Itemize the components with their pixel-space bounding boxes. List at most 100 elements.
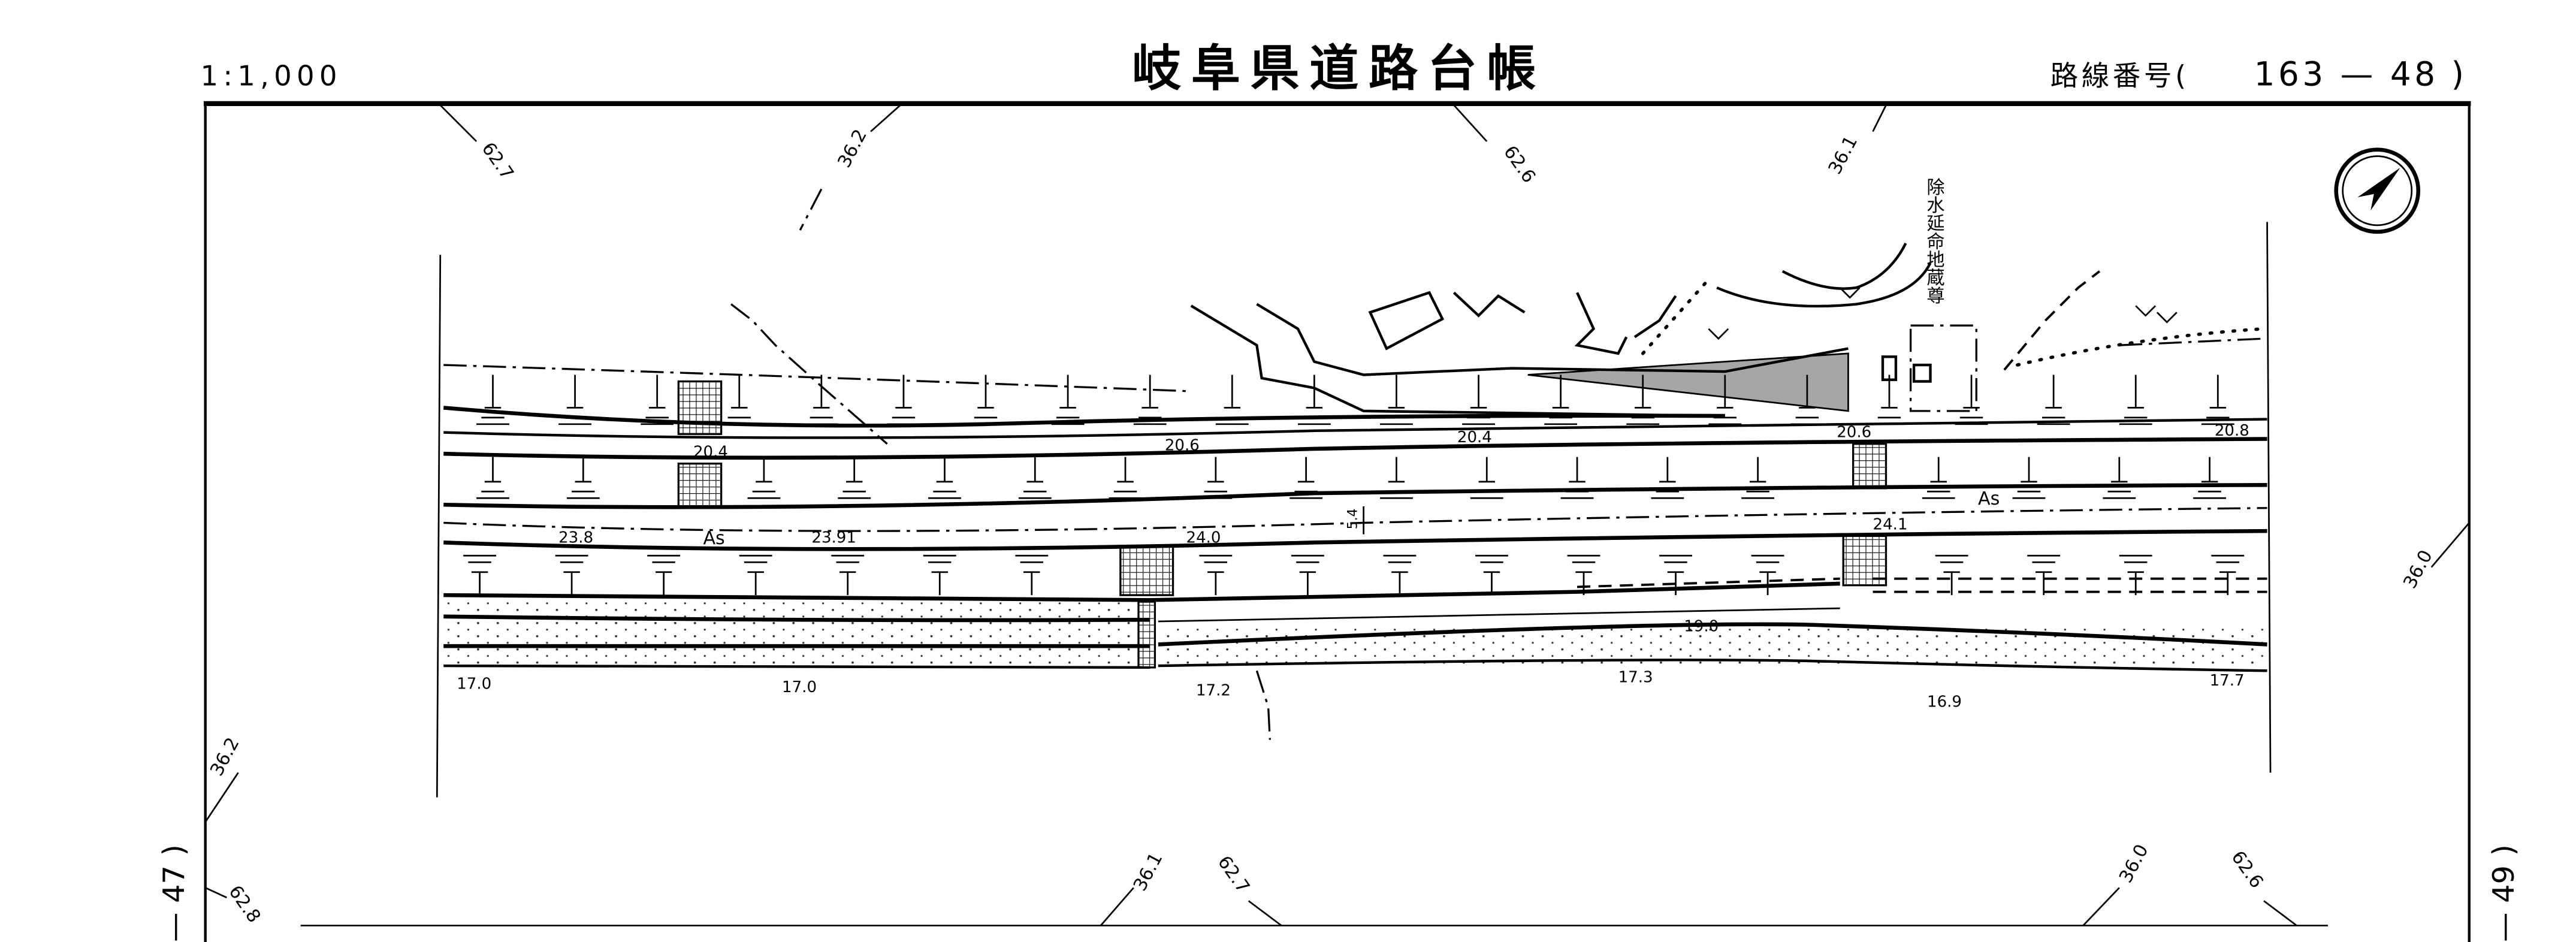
spot-height-label: 17.0 bbox=[457, 675, 491, 693]
section-start-line bbox=[436, 255, 442, 798]
section-end-line bbox=[2266, 222, 2272, 773]
ditch-symbol bbox=[747, 457, 781, 499]
gratings bbox=[677, 380, 1888, 669]
ditch-symbol bbox=[1955, 375, 1988, 425]
ditch-symbol bbox=[1109, 457, 1142, 499]
ditch-symbol bbox=[1567, 554, 1600, 596]
ditch-symbol bbox=[476, 457, 509, 499]
grating bbox=[677, 463, 723, 508]
route-number-close: ) bbox=[2451, 55, 2464, 93]
ditch-symbol bbox=[2012, 457, 2046, 499]
scale-label: 1:1,000 bbox=[200, 60, 342, 92]
ditch-symbol bbox=[647, 554, 681, 596]
ditch-symbol bbox=[1289, 457, 1323, 499]
ditch-symbol bbox=[1741, 457, 1775, 499]
contour-label: 36.1 bbox=[1825, 132, 1862, 178]
route-number: 163 — 48 bbox=[2254, 55, 2439, 93]
surface-label-as-2: As bbox=[1978, 488, 2000, 509]
ditch-symbol bbox=[2193, 457, 2227, 499]
ditch-symbol bbox=[1215, 375, 1249, 425]
ditch-symbol bbox=[2027, 554, 2061, 596]
spot-height-label: 17.7 bbox=[2210, 672, 2245, 690]
spot-height-label: 20.6 bbox=[1165, 437, 1200, 455]
ditch-symbol bbox=[2201, 375, 2234, 425]
ditch-symbol bbox=[1560, 457, 1594, 499]
spot-height-label: 20.4 bbox=[1457, 428, 1492, 446]
ditch-symbol bbox=[723, 375, 756, 425]
ditch-symbol bbox=[838, 457, 871, 499]
ditch-symbol bbox=[1873, 375, 1906, 425]
grating bbox=[677, 380, 723, 435]
ditch-symbol bbox=[928, 457, 961, 499]
ditch-symbol bbox=[1133, 375, 1167, 425]
ditch-symbol bbox=[1626, 375, 1660, 425]
ditch-symbol bbox=[641, 375, 674, 425]
surface-label-as-1: As bbox=[703, 528, 724, 549]
ditch-symbol bbox=[1051, 375, 1085, 425]
ditch-symbol bbox=[1018, 457, 1052, 499]
contour-label: 62.7 bbox=[1213, 852, 1254, 897]
ditch-symbol bbox=[805, 375, 838, 425]
ditch-symbol bbox=[1380, 457, 1413, 499]
side-ditch-symbols bbox=[463, 375, 2245, 596]
ditch-symbol bbox=[1544, 375, 1578, 425]
contour-label: 36.2 bbox=[834, 126, 871, 171]
ditch-symbol bbox=[1790, 375, 1824, 425]
contour-label: 62.6 bbox=[2227, 847, 2267, 892]
contour-lines bbox=[204, 104, 2470, 926]
ditch-symbol bbox=[1383, 554, 1417, 596]
ditch-symbol bbox=[1462, 375, 1495, 425]
ditch-symbol bbox=[739, 554, 772, 596]
ditch-symbol bbox=[2119, 375, 2152, 425]
ditch-symbol bbox=[1199, 457, 1233, 499]
ditch-symbol bbox=[831, 554, 865, 596]
spot-height-label: 17.0 bbox=[782, 678, 817, 696]
contour-label: 36.1 bbox=[1130, 849, 1167, 895]
ditch-symbol bbox=[1935, 554, 1968, 596]
contour-label: 36.0 bbox=[2115, 841, 2152, 886]
road-width-label: 5.4 bbox=[1346, 508, 1361, 529]
ditch-symbol bbox=[1297, 375, 1331, 425]
ditch-symbol bbox=[1291, 554, 1324, 596]
ditch-symbol bbox=[923, 554, 956, 596]
ditch-symbol bbox=[1015, 554, 1049, 596]
ditch-symbol bbox=[2103, 457, 2136, 499]
ditch-symbol bbox=[1751, 554, 1784, 596]
ditch-symbol bbox=[566, 457, 600, 499]
contour-label: 36.0 bbox=[2399, 547, 2436, 592]
ditch-symbol bbox=[1470, 457, 1503, 499]
north-arrow-icon bbox=[2334, 147, 2421, 234]
ditch-symbol bbox=[1199, 554, 1233, 596]
grating bbox=[1842, 535, 1888, 587]
adjacent-sheet-left: — 47 ) bbox=[156, 844, 191, 942]
spot-height-label: 20.4 bbox=[693, 443, 728, 461]
spot-height-label: 23.8 bbox=[558, 529, 593, 547]
grating bbox=[1119, 545, 1174, 596]
spot-height-label: 24.1 bbox=[1873, 515, 1908, 533]
ditch-symbol bbox=[1475, 554, 1508, 596]
grating bbox=[1137, 600, 1156, 669]
landmark-label: 除水延命地蔵尊 bbox=[1923, 177, 1944, 304]
ditch-symbol bbox=[1651, 457, 1684, 499]
ditch-symbol bbox=[2211, 554, 2245, 596]
ditch-symbol bbox=[558, 375, 592, 425]
ditch-symbol bbox=[476, 375, 509, 425]
roadside-features bbox=[730, 243, 2266, 445]
ditch-symbol bbox=[1380, 375, 1413, 425]
contour-label: 62.6 bbox=[1499, 142, 1539, 187]
spot-height-label: 23.91 bbox=[811, 529, 856, 547]
spot-height-label: 24.0 bbox=[1186, 529, 1221, 547]
spot-height-label: 20.6 bbox=[1837, 424, 1871, 442]
ditch-symbol bbox=[2037, 375, 2070, 425]
ditch-symbol bbox=[555, 554, 588, 596]
adjacent-sheet-right: — 49 ) bbox=[2486, 844, 2521, 942]
contour-label: 62.7 bbox=[478, 138, 518, 183]
spot-height-label: 17.2 bbox=[1196, 681, 1231, 699]
ditch-symbol bbox=[1659, 554, 1692, 596]
spot-height-label: 17.3 bbox=[1618, 669, 1653, 687]
spot-height-label: 16.9 bbox=[1927, 693, 1962, 711]
ditch-symbol bbox=[887, 375, 920, 425]
ditch-symbol bbox=[463, 554, 496, 596]
route-number-label: 路線番号( bbox=[2050, 60, 2190, 92]
